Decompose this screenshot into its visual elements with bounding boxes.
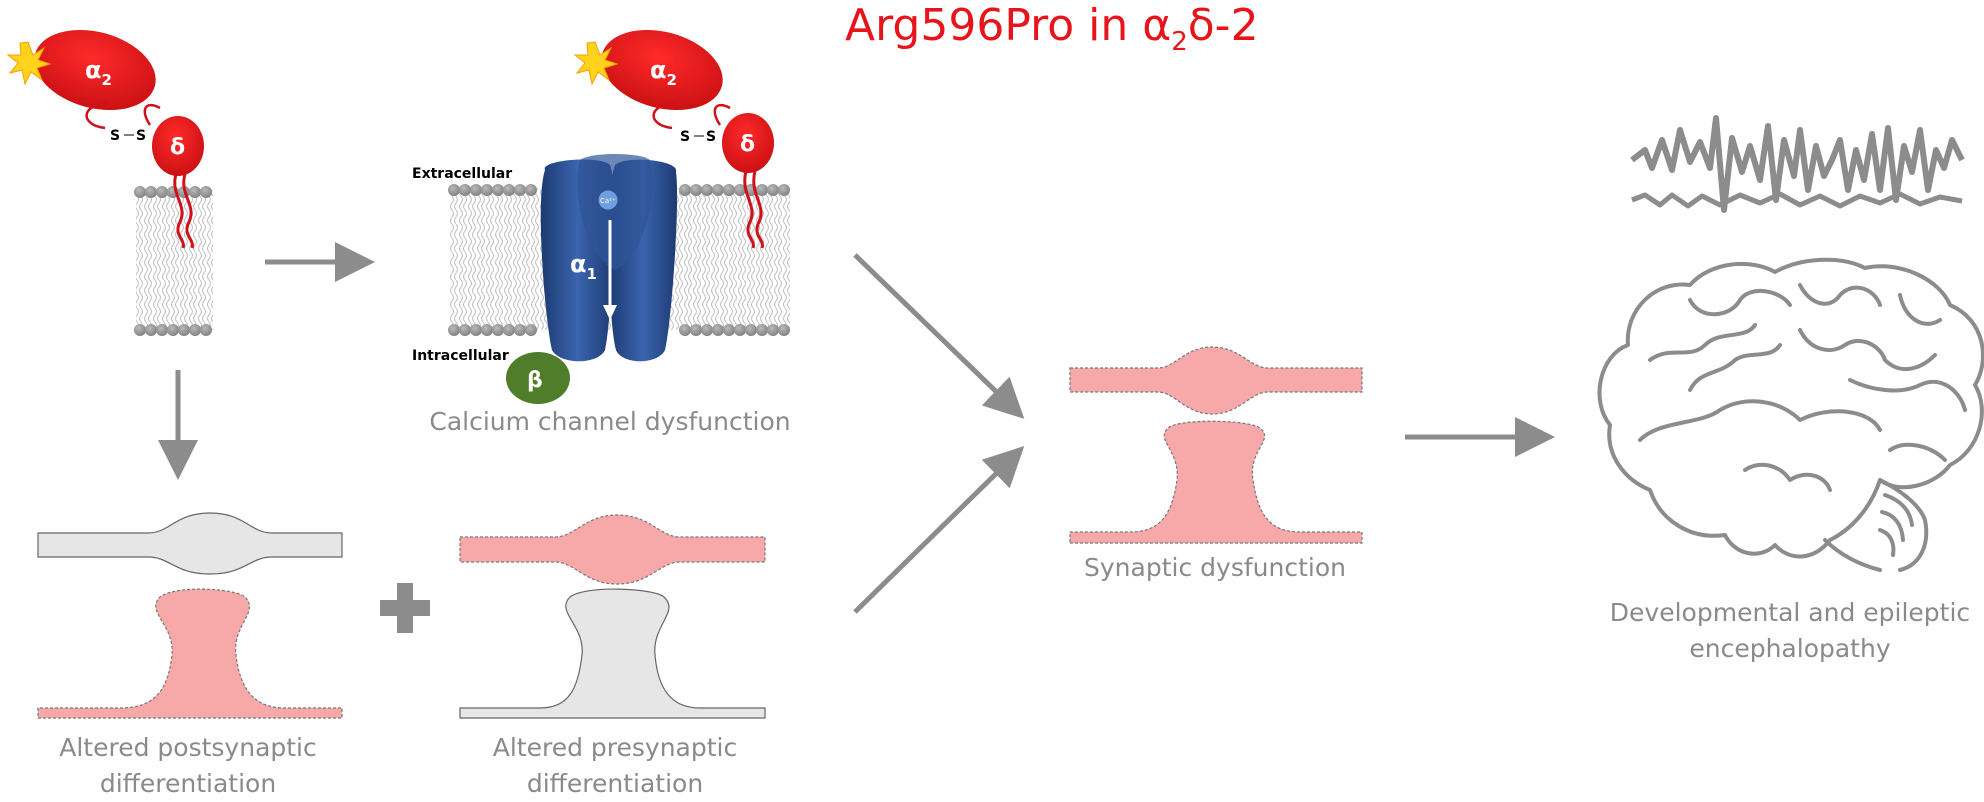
caption-synaptic-dysfunction: Synaptic dysfunction (1084, 553, 1346, 582)
membrane-left-inner-heads (134, 324, 212, 336)
intracellular-label: Intracellular (412, 348, 509, 364)
delta-subunit-center (722, 113, 774, 173)
figure-title: Arg596Pro in α2δ-2 (845, 0, 1259, 57)
lipid-head (481, 324, 493, 336)
lipid-head (503, 324, 515, 336)
lipid-head (756, 324, 768, 336)
alpha2-delta-center: α2 S S δ (573, 29, 774, 249)
lipid-head (525, 324, 537, 336)
lipid-head (756, 184, 768, 196)
lipid-head (701, 324, 713, 336)
svg-text:S: S (136, 128, 146, 144)
svg-text:S: S (706, 129, 716, 145)
lipid-head (701, 184, 713, 196)
caption-presynaptic: Altered presynaptic differentiation (492, 733, 738, 798)
alpha1-label: α1 (570, 250, 597, 283)
alpha1-channel: Ca²⁺ α1 (540, 154, 678, 362)
lipid-head (767, 324, 779, 336)
lipid-head (712, 324, 724, 336)
mutation-star-icon (6, 41, 52, 86)
synapse-dysfunction (1069, 346, 1363, 544)
alpha2-label-center: α2 (650, 56, 677, 89)
lipid-head (459, 324, 471, 336)
caption-postsynaptic: Altered postsynaptic differentiation (59, 733, 317, 798)
eeg-trace-icon (1630, 115, 1965, 213)
caption-outcome: Developmental and epileptic encephalopat… (1609, 598, 1971, 663)
alpha2-label-left: α2 (85, 56, 112, 89)
alpha2-subunit-left (34, 29, 156, 111)
caption-calcium-channel: Calcium channel dysfunction (429, 407, 791, 436)
synapse-presynaptic (459, 514, 766, 719)
lipid-head (690, 324, 702, 336)
lipid-head (503, 184, 515, 196)
lipid-head (470, 324, 482, 336)
lipid-head (745, 324, 757, 336)
lipid-head (481, 184, 493, 196)
lipid-head (679, 184, 691, 196)
beta-subunit: β (506, 352, 570, 404)
svg-text:δ: δ (740, 132, 755, 157)
lipid-head (492, 184, 504, 196)
svg-text:β: β (527, 368, 543, 393)
lipid-head (723, 184, 735, 196)
lipid-head (448, 324, 460, 336)
calcium-ion (597, 189, 619, 211)
svg-text:S: S (680, 129, 690, 145)
lipid-head (470, 184, 482, 196)
membrane-channel-inner-heads (448, 324, 790, 336)
lipid-head (723, 324, 735, 336)
lipid-head (448, 184, 460, 196)
lipid-head (734, 184, 746, 196)
svg-text:δ: δ (170, 135, 185, 160)
lipid-head (712, 184, 724, 196)
arrow-differentiation-to-synapse (853, 445, 1025, 614)
membrane-channel-outer-heads (448, 184, 790, 196)
lipid-head (459, 184, 471, 196)
lipid-head (514, 184, 526, 196)
lipid-head (778, 324, 790, 336)
brain-icon (1597, 257, 1984, 572)
synapse-postsynaptic (37, 512, 343, 719)
lipid-head (679, 324, 691, 336)
svg-text:S: S (110, 128, 120, 144)
delta-subunit-left (152, 116, 204, 176)
membrane-left (134, 186, 213, 336)
alpha2-subunit-center (601, 29, 723, 111)
lipid-head (514, 324, 526, 336)
alpha2-delta-left: α2 S S δ (6, 29, 204, 249)
arrow-channel-to-synapse (853, 253, 1025, 419)
lipid-head (690, 184, 702, 196)
mutation-star-icon (573, 41, 619, 86)
plus-icon (380, 583, 430, 633)
svg-text:Ca²⁺: Ca²⁺ (600, 197, 616, 205)
lipid-head (525, 184, 537, 196)
lipid-head (492, 324, 504, 336)
lipid-head (734, 324, 746, 336)
lipid-head (778, 184, 790, 196)
lipid-head (767, 184, 779, 196)
extracellular-label: Extracellular (412, 166, 512, 182)
